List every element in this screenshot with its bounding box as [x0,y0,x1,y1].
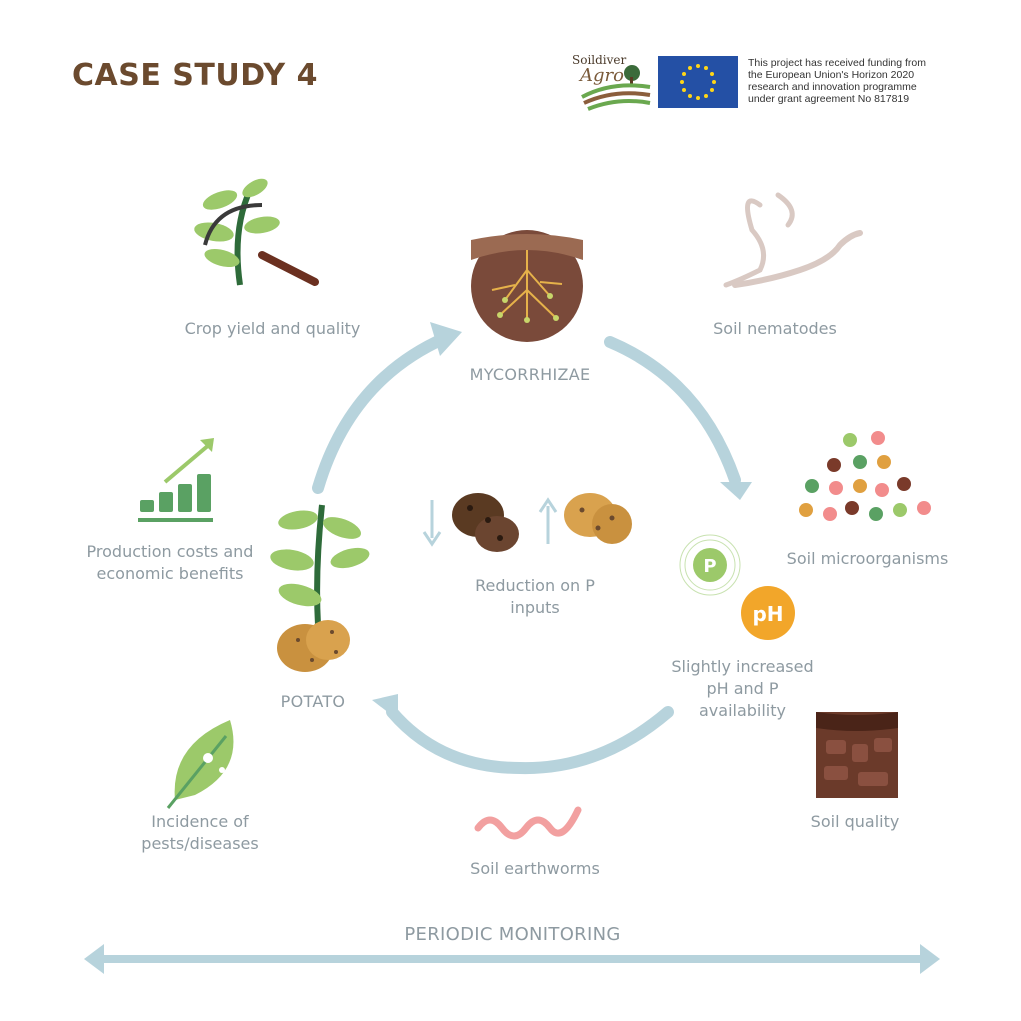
crop-yield-label: Crop yield and quality [184,319,361,338]
potato-label: POTATO [280,692,346,711]
label-line: pH and P [706,679,779,698]
funding-line: This project has received funding from [748,57,927,69]
down-arrow-icon [422,500,442,547]
label-line: economic benefits [96,564,244,583]
microorganisms-label: Soil microorganisms [786,549,949,568]
funding-line: under grant agreement No 817819 [748,93,910,105]
label-line: inputs [510,598,560,617]
ph-p-availability-label: Slightly increased pH and P availability [660,656,825,722]
soil-quality-label: Soil quality [810,812,900,831]
nematodes-label: Soil nematodes [713,319,837,338]
phosphorus-icon [679,534,741,596]
earthworms-label: Soil earthworms [470,859,600,878]
brand-name: Soildiver [572,53,627,67]
label-line: pests/diseases [141,834,259,853]
label-line: Slightly increased [671,657,814,676]
phosphorus-symbol: P [703,556,716,577]
soil-profile-icon [816,712,898,798]
cycle-arrow-bottom [386,706,674,775]
field-rows-icon [581,65,651,111]
ph-icon [741,586,795,640]
soildiver-agro-logo: Soildiver Agro [572,53,652,111]
earthworm-icon [474,806,582,840]
cycle-arrow-right-head [720,482,752,500]
growth-chart-icon [138,438,214,522]
crop-yield-icon [194,178,319,286]
funding-line: research and innovation programme [748,81,917,93]
microorganisms-icon [799,431,931,521]
up-arrow-icon [538,497,558,544]
label-line: availability [698,701,786,720]
damaged-leaf-icon [166,720,234,809]
cycle-arrow-bottom-head [372,694,398,720]
cycle-arrow-left [312,332,451,494]
page-title: CASE STUDY 4 [72,58,318,93]
eu-flag-icon [658,56,738,108]
label-line: Production costs and [86,542,254,561]
cycle-arrow-left-head [430,322,462,356]
pests-diseases-label: Incidence of pests/diseases [130,811,270,855]
ph-symbol: pH [752,602,783,626]
reduction-p-inputs-label: Reduction on P inputs [440,575,630,619]
monitoring-double-arrow [84,944,940,974]
label-line: Incidence of [151,812,249,831]
label-line: Reduction on P [475,576,595,595]
dark-potato-icon [452,493,519,552]
mycorrhizae-label: MYCORRHIZAE [469,365,591,384]
funding-statement: This project has received funding from t… [748,57,963,105]
mycorrhizae-icon [471,230,583,342]
cycle-arrow-right [604,336,741,486]
funding-line: the European Union's Horizon 2020 [748,69,915,81]
brand-script: Agro [580,65,624,86]
nematode-icon [723,192,863,288]
production-costs-label: Production costs and economic benefits [80,541,260,585]
periodic-monitoring-label: PERIODIC MONITORING [404,924,621,945]
potato-plant-icon [270,504,370,672]
light-potato-icon [564,493,632,544]
